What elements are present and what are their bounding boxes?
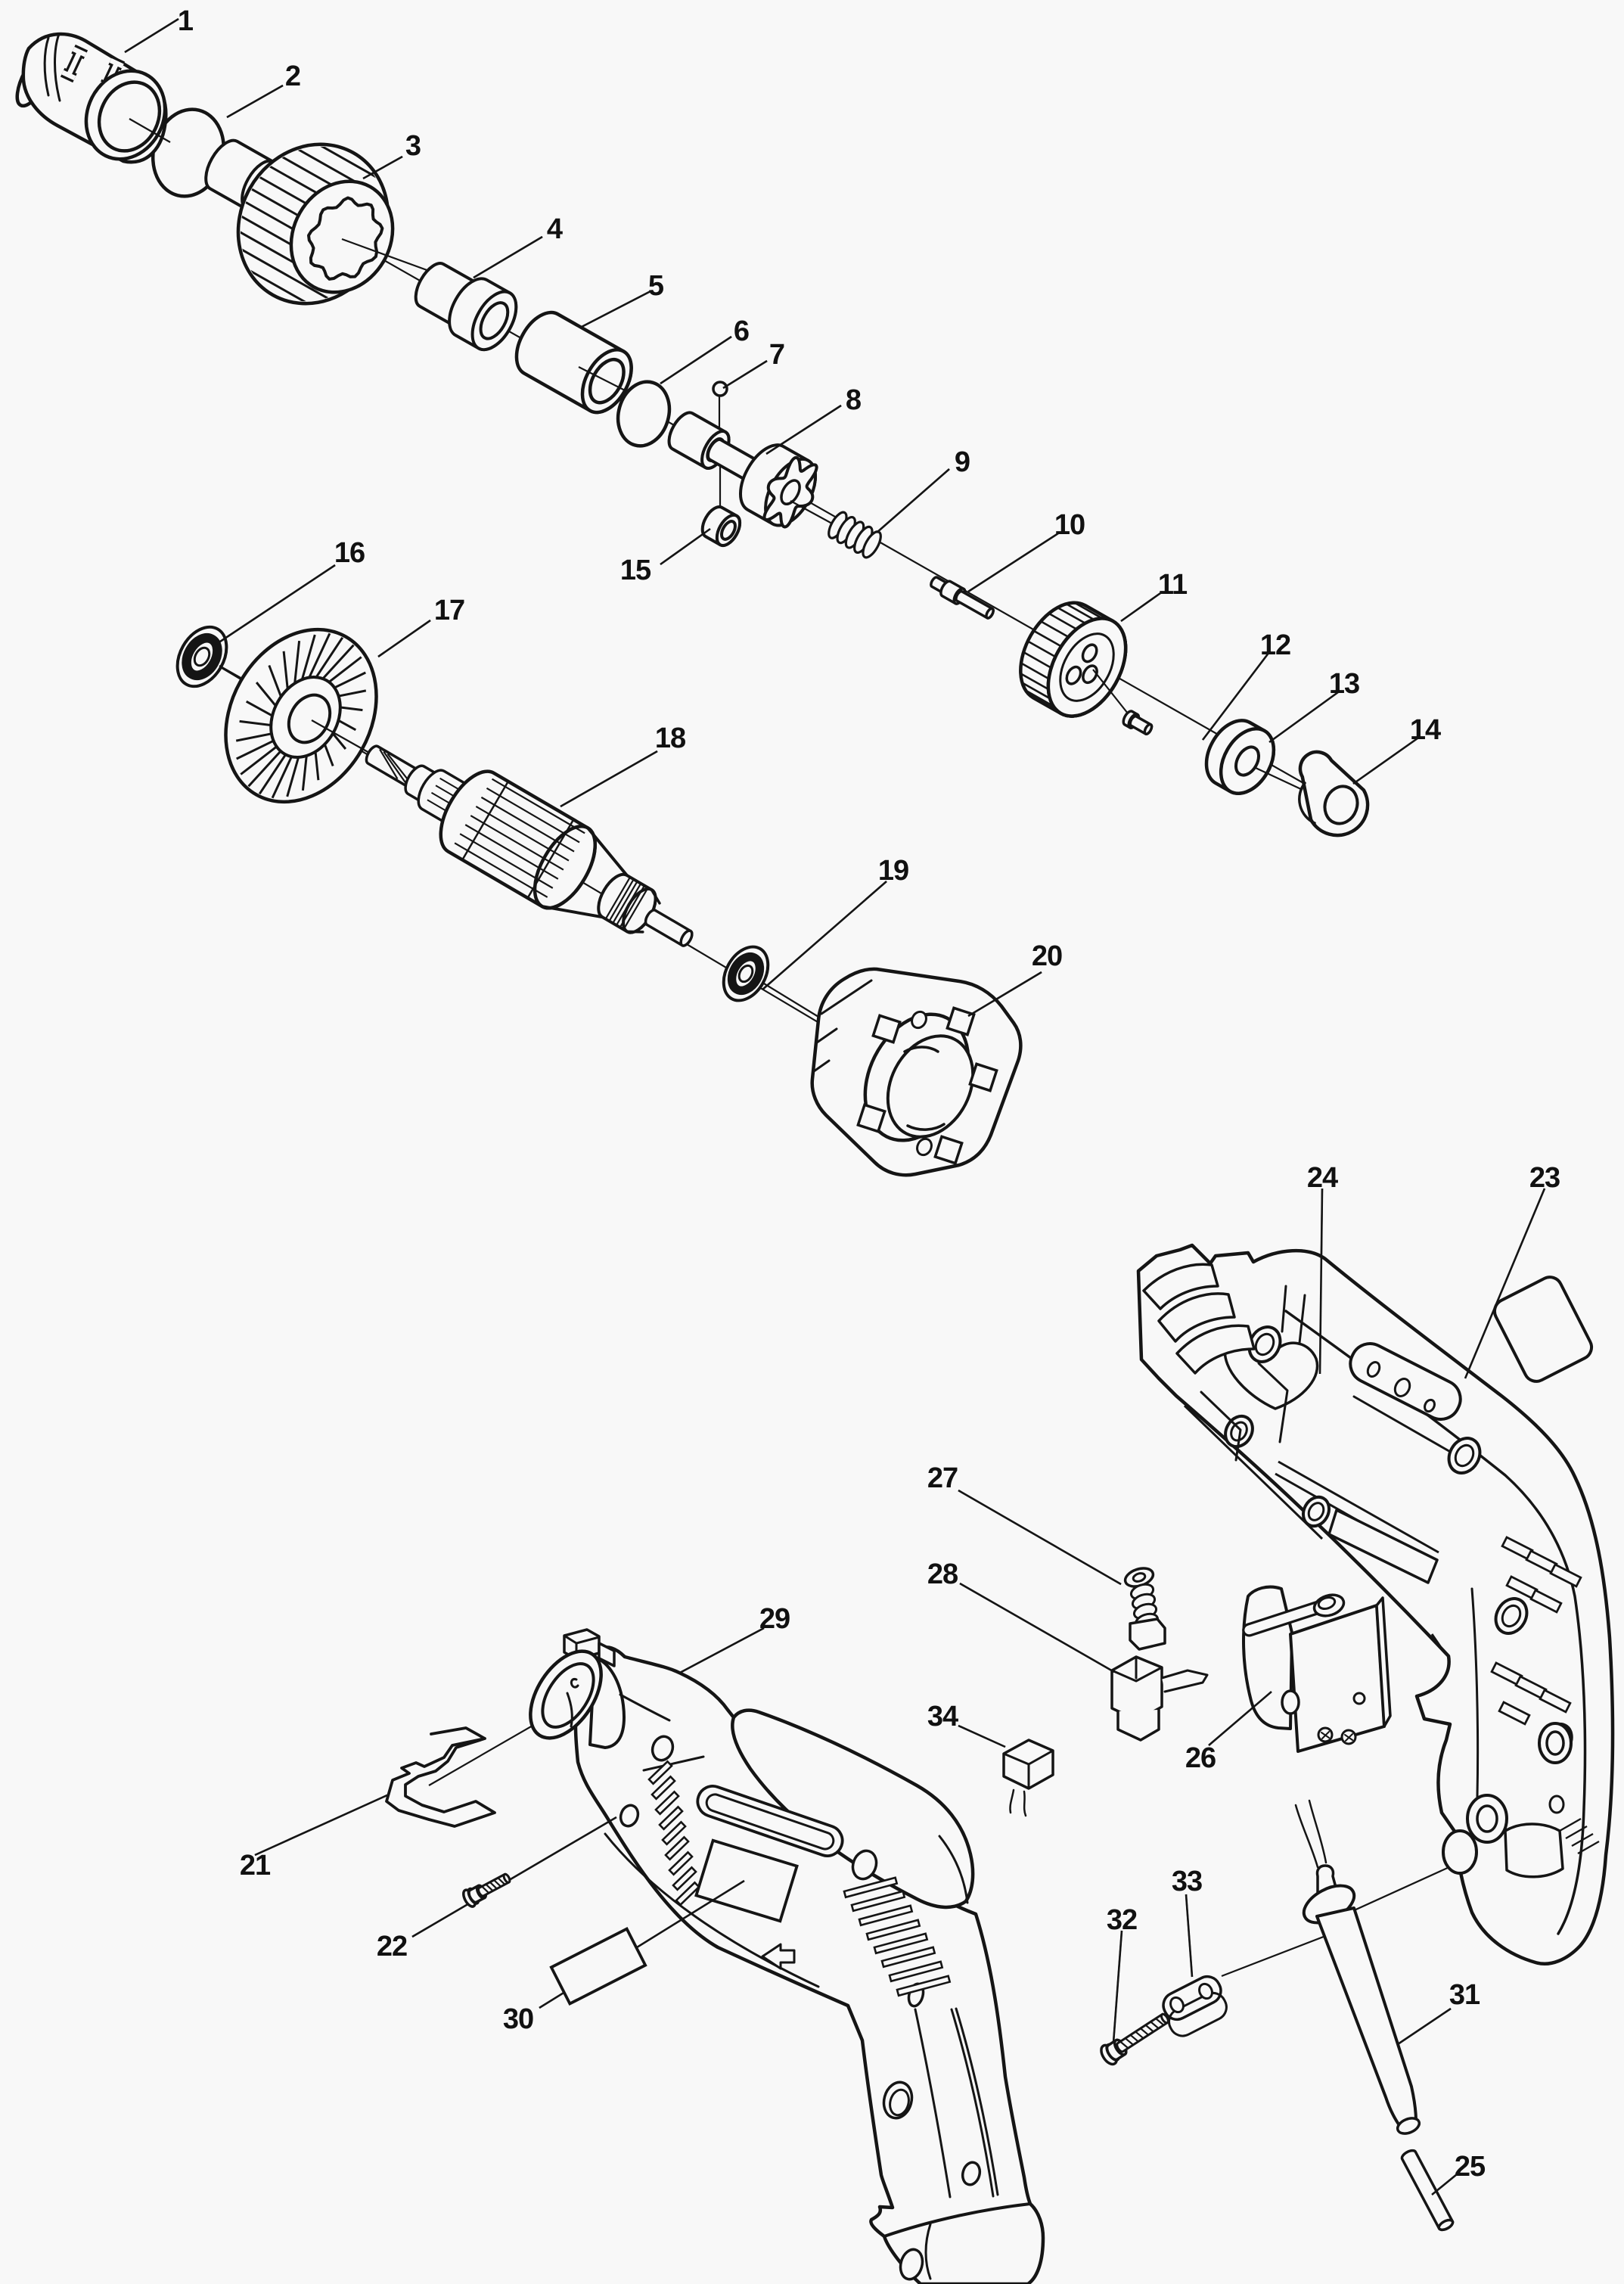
- svg-text:23: 23: [1529, 1162, 1560, 1194]
- svg-text:7: 7: [769, 339, 784, 371]
- svg-text:8: 8: [846, 384, 861, 416]
- svg-text:22: 22: [377, 1931, 407, 1962]
- svg-text:5: 5: [648, 270, 664, 302]
- svg-text:31: 31: [1449, 1979, 1480, 2011]
- svg-text:29: 29: [759, 1603, 790, 1635]
- svg-text:34: 34: [927, 1701, 958, 1732]
- svg-text:6: 6: [734, 315, 749, 347]
- svg-text:12: 12: [1260, 629, 1290, 661]
- svg-text:19: 19: [878, 855, 908, 887]
- svg-text:4: 4: [547, 213, 563, 245]
- svg-text:17: 17: [434, 595, 464, 626]
- svg-text:33: 33: [1172, 1866, 1202, 1897]
- svg-text:24: 24: [1307, 1162, 1338, 1194]
- svg-text:30: 30: [503, 2003, 533, 2035]
- svg-text:27: 27: [927, 1462, 958, 1494]
- svg-text:32: 32: [1107, 1904, 1137, 1936]
- svg-text:25: 25: [1455, 2151, 1486, 2183]
- svg-text:3: 3: [405, 130, 421, 162]
- svg-text:18: 18: [655, 722, 685, 754]
- svg-text:26: 26: [1185, 1742, 1216, 1774]
- svg-text:28: 28: [927, 1558, 958, 1590]
- svg-text:10: 10: [1054, 509, 1085, 541]
- svg-text:16: 16: [334, 537, 365, 569]
- svg-text:1: 1: [178, 5, 194, 37]
- svg-text:9: 9: [955, 446, 970, 478]
- svg-text:2: 2: [285, 61, 300, 92]
- svg-text:20: 20: [1032, 940, 1062, 972]
- svg-text:11: 11: [1158, 569, 1188, 601]
- svg-text:15: 15: [620, 555, 651, 586]
